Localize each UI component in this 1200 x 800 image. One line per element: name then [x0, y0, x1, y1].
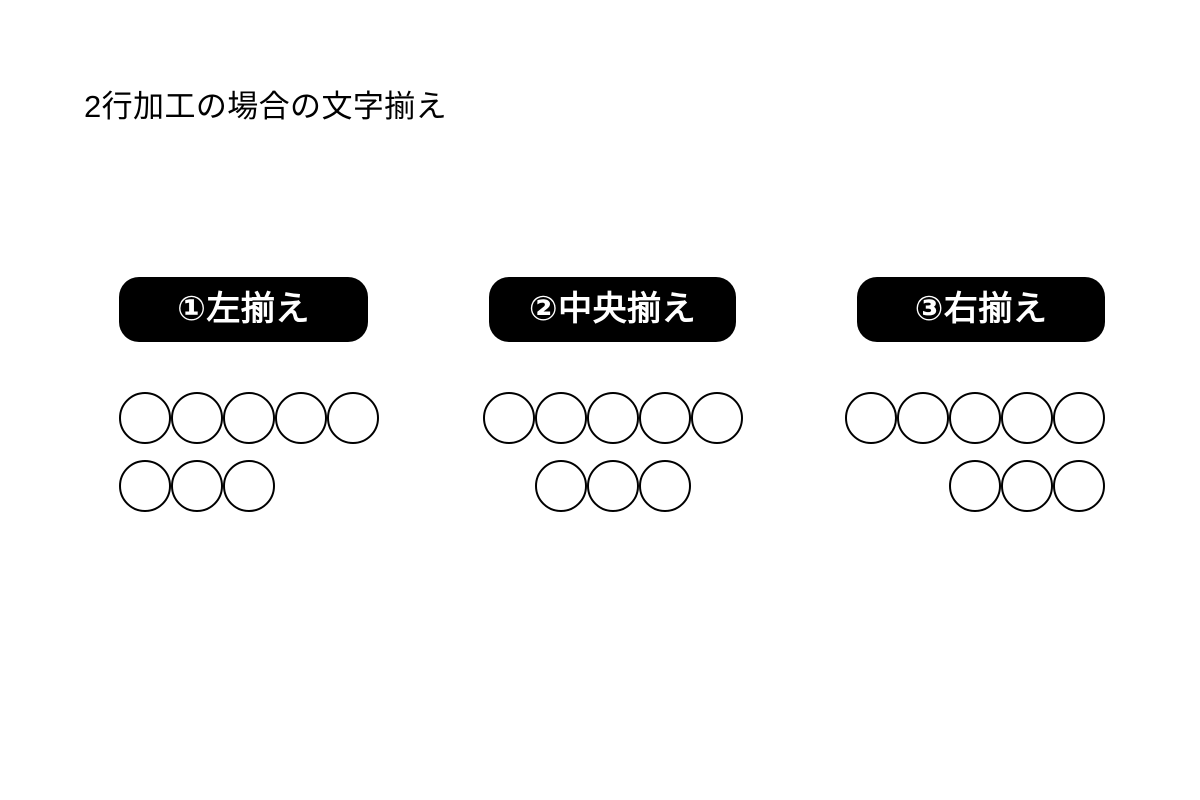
circle-glyph [1001, 392, 1053, 444]
circle-glyph [482, 392, 535, 444]
alignment-label-pill-center[interactable]: ②中央揃え [489, 277, 736, 342]
alignment-group-right: ③右揃え [845, 277, 1105, 512]
alignment-label-pill-left[interactable]: ①左揃え [119, 277, 368, 342]
circle-glyph [534, 392, 587, 444]
circle-glyph [897, 392, 949, 444]
circle-glyph [586, 392, 639, 444]
circle-rows-center [482, 392, 743, 512]
circle-glyph [327, 392, 379, 444]
circle-glyph [119, 392, 171, 444]
page-title: 2行加工の場合の文字揃え [84, 89, 448, 124]
circle-row [119, 460, 368, 512]
alignment-label-text-center: ②中央揃え [528, 289, 697, 328]
circle-glyph [223, 392, 275, 444]
circle-rows-right [845, 392, 1105, 512]
circle-rows-left [119, 392, 379, 512]
circle-glyph [223, 460, 275, 512]
circle-row [489, 460, 736, 512]
circle-glyph [1001, 460, 1053, 512]
alignment-label-pill-right[interactable]: ③右揃え [857, 277, 1105, 342]
circle-glyph [638, 392, 691, 444]
alignment-group-center: ②中央揃え [482, 277, 743, 512]
circle-row [845, 392, 1105, 444]
circle-glyph [171, 392, 223, 444]
circle-glyph [638, 460, 691, 512]
circle-row [857, 460, 1105, 512]
circle-row [482, 392, 743, 444]
circle-glyph [171, 460, 223, 512]
circle-glyph [690, 392, 743, 444]
alignment-label-text-left: ①左揃え [177, 289, 310, 328]
circle-glyph [275, 392, 327, 444]
circle-glyph [1053, 392, 1105, 444]
circle-glyph [845, 392, 897, 444]
circle-glyph [586, 460, 639, 512]
circle-glyph [949, 460, 1001, 512]
alignment-group-left: ①左揃え [119, 277, 379, 512]
circle-glyph [119, 460, 171, 512]
alignment-label-text-right: ③右揃え [914, 289, 1048, 328]
circle-glyph [949, 392, 1001, 444]
circle-row [119, 392, 379, 444]
circle-glyph [1053, 460, 1105, 512]
circle-glyph [534, 460, 587, 512]
